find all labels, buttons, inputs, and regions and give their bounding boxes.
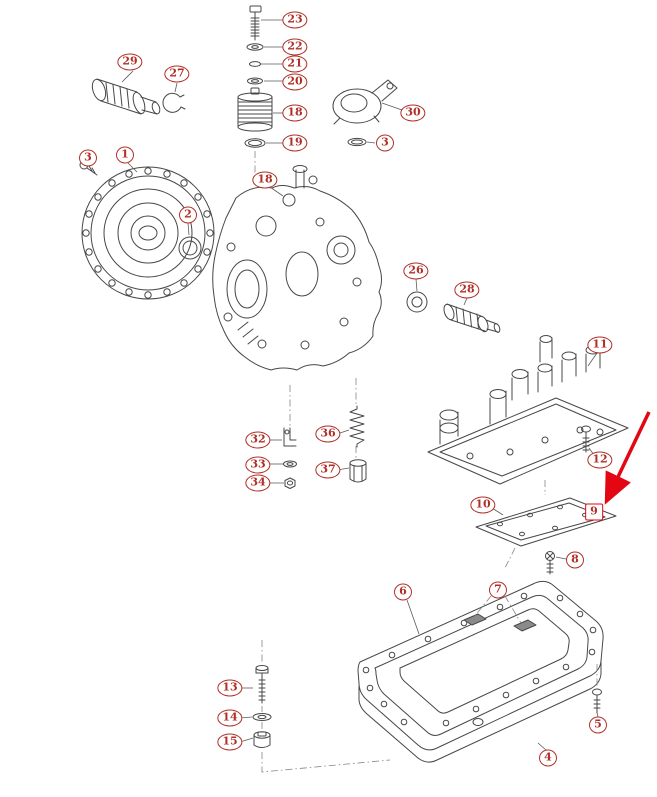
callout-12: 12: [587, 451, 613, 469]
oring-19-part: [244, 138, 266, 148]
callout-15: 15: [217, 733, 243, 751]
callout-9-highlighted: 9: [585, 503, 603, 521]
centerlines: [254, 151, 598, 773]
nut-34-part: [284, 477, 296, 489]
snap-ring-27-part: [162, 92, 186, 113]
callout-30: 30: [400, 104, 426, 122]
callout-2: 2: [179, 206, 197, 224]
washer-33-part: [283, 460, 297, 468]
callout-3: 3: [79, 149, 97, 167]
transmission-case-part: [212, 165, 382, 371]
valve-body-11-part: [427, 335, 629, 485]
bolt-5-part: [592, 688, 602, 714]
callout-5: 5: [589, 716, 607, 734]
callout-27: 27: [164, 65, 190, 83]
callout-4: 4: [539, 749, 557, 767]
washer-14-part: [252, 713, 272, 721]
oil-cooler-18-part: [237, 87, 273, 132]
piston-37-part: [349, 459, 367, 483]
callout-7: 7: [489, 581, 507, 599]
oil-pan-6-part: [357, 580, 604, 763]
oring-3-right-part: [347, 137, 367, 147]
callout-26: 26: [403, 262, 429, 280]
ring-21-part: [249, 61, 261, 67]
magnets-7-part: [463, 613, 537, 632]
callout-36: 36: [315, 425, 341, 443]
callout-18: 18: [282, 104, 308, 122]
callout-3: 3: [376, 134, 394, 152]
callout-19: 19: [282, 134, 308, 152]
seal-2-part: [178, 236, 202, 260]
callout-34: 34: [245, 474, 271, 492]
bolt-23-part: [249, 5, 262, 41]
shaft-28-part: [443, 303, 501, 333]
callout-28: 28: [454, 281, 480, 299]
separator-plate-10-part: [475, 497, 617, 547]
callout-11: 11: [587, 336, 613, 354]
callout-14: 14: [217, 709, 243, 727]
cap-30-part: [332, 79, 398, 125]
callout-10: 10: [470, 496, 496, 514]
bolt-8-part: [545, 551, 555, 575]
callout-20: 20: [282, 73, 308, 91]
torque-converter-1-part: [81, 166, 215, 300]
bolt-13-part: [255, 665, 269, 704]
callout-29: 29: [117, 53, 143, 71]
callout-21: 21: [282, 55, 308, 73]
callout-8: 8: [566, 551, 584, 569]
callout-6: 6: [394, 583, 412, 601]
callout-32: 32: [245, 431, 271, 449]
callout-1: 1: [116, 146, 134, 164]
callout-13: 13: [217, 679, 243, 697]
bolt-12-part: [581, 425, 591, 453]
callout-22: 22: [282, 38, 308, 56]
callout-18: 18: [252, 171, 278, 189]
shaft-29-part: [91, 78, 161, 115]
spring-36-part: [349, 405, 365, 448]
callout-23: 23: [282, 11, 308, 29]
callout-37: 37: [315, 461, 341, 479]
ring-20-part: [247, 77, 263, 85]
washer-22-part: [246, 43, 264, 51]
bracket-32-part: [283, 427, 297, 447]
seal-26-part: [406, 291, 428, 313]
callout-33: 33: [245, 456, 271, 474]
highlight-arrow: [604, 411, 651, 505]
plug-15-part: [253, 731, 271, 748]
